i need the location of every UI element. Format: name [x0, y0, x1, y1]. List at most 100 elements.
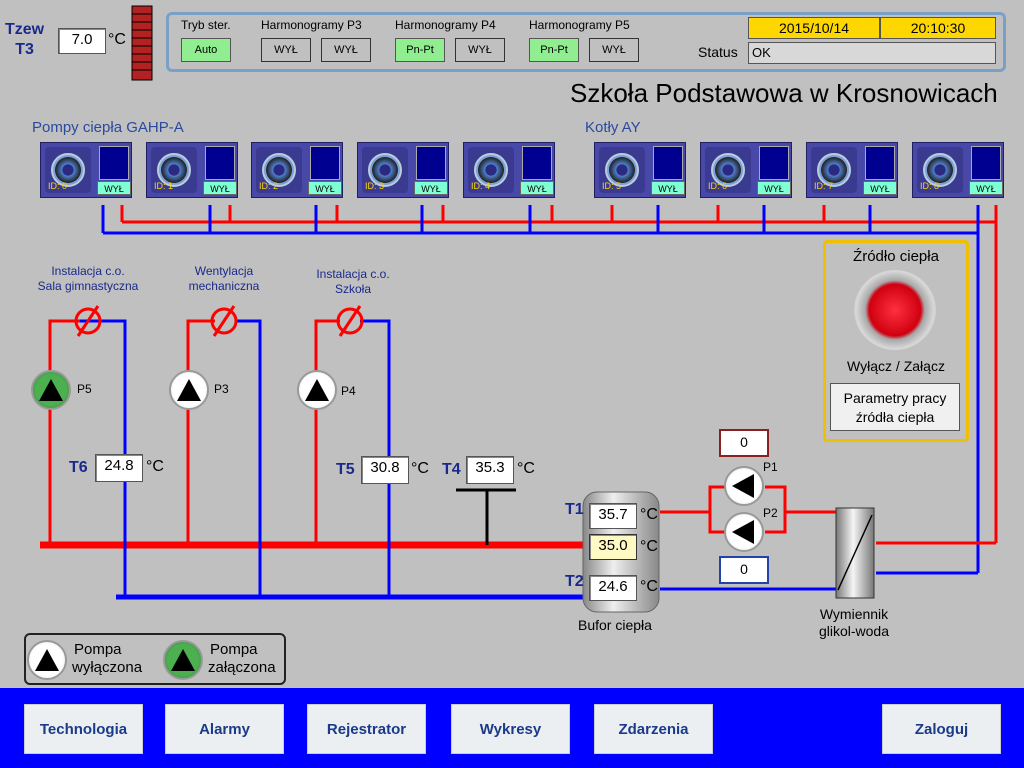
unit-card[interactable]: ID: 7 WYŁ	[806, 142, 898, 198]
t3-unit: °C	[108, 31, 126, 48]
unit-state-button[interactable]: WYŁ	[969, 181, 1003, 195]
legend-off-line1: Pompa	[74, 641, 122, 658]
gahp-section-label: Pompy ciepła GAHP-A	[32, 119, 184, 136]
fan-icon	[711, 153, 745, 187]
inst3-line2: Szkoła	[334, 282, 372, 296]
pump-p3-icon	[177, 379, 201, 401]
date-display: 2015/10/14	[748, 17, 880, 39]
unit-card[interactable]: ID: 3 WYŁ	[357, 142, 449, 198]
p1-display: 0	[719, 429, 769, 457]
unit-card[interactable]: ID: 5 WYŁ	[594, 142, 686, 198]
unit-state-button[interactable]: WYŁ	[520, 181, 554, 195]
fan-box: ID: 3	[362, 147, 408, 193]
inst1-label: Instalacja c.o. Sala gimnastyczna	[28, 264, 148, 294]
heat-source-title: Źródło ciepła	[853, 248, 939, 265]
unit-state-button[interactable]: WYŁ	[863, 181, 897, 195]
harm-p5-btn1[interactable]: Pn-Pt	[529, 38, 579, 62]
pump-p1[interactable]	[724, 466, 764, 506]
pump-p2-icon	[732, 520, 754, 544]
legend-pump-on-icon	[163, 640, 203, 680]
harm-p3-btn1[interactable]: WYŁ	[261, 38, 311, 62]
tzew-label: Tzew T3	[5, 20, 44, 60]
unit-state-button[interactable]: WYŁ	[414, 181, 448, 195]
inst2-line2: mechaniczna	[188, 279, 260, 293]
tryb-button[interactable]: Auto	[181, 38, 231, 62]
t1-label: T1	[565, 501, 584, 518]
legend-pump-on-triangle-icon	[171, 649, 195, 671]
inst3-line1: Instalacja c.o.	[316, 267, 390, 281]
unit-state-button[interactable]: WYŁ	[308, 181, 342, 195]
nav-zaloguj-button[interactable]: Zaloguj	[882, 704, 1001, 754]
unit-state-button[interactable]: WYŁ	[203, 181, 237, 195]
pump-p5-label: P5	[77, 382, 92, 396]
pump-p2[interactable]	[724, 512, 764, 552]
nav-wykresy-button[interactable]: Wykresy	[451, 704, 570, 754]
t1-value: 35.7	[589, 503, 637, 529]
bottom-nav: Technologia Alarmy Rejestrator Wykresy Z…	[0, 688, 1024, 768]
buffer-label: Bufor ciepła	[578, 617, 652, 633]
inst2-line1: Wentylacja	[194, 264, 254, 278]
fan-box: ID: 0	[45, 147, 91, 193]
fan-box: ID: 5	[599, 147, 645, 193]
t4-unit: °C	[517, 460, 535, 477]
pump-p5-icon	[39, 379, 63, 401]
harm-p4-label: Harmonogramy P4	[395, 18, 496, 32]
unit-card[interactable]: ID: 0 WYŁ	[40, 142, 132, 198]
harm-p5-btn2[interactable]: WYŁ	[589, 38, 639, 62]
legend-pump-off-icon	[27, 640, 67, 680]
fan-icon	[474, 153, 508, 187]
unit-id: ID: 6	[708, 181, 728, 191]
fan-icon	[605, 153, 639, 187]
heat-source-panel	[823, 240, 969, 442]
inst2-label: Wentylacja mechaniczna	[172, 264, 276, 294]
unit-card[interactable]: ID: 4 WYŁ	[463, 142, 555, 198]
t6-unit: °C	[146, 458, 164, 475]
exchanger-line2: glikol-woda	[818, 623, 890, 639]
unit-id: ID: 3	[365, 181, 385, 191]
unit-display-panel	[759, 146, 789, 180]
unit-state-button[interactable]: WYŁ	[97, 181, 131, 195]
inst1-line1: Instalacja c.o.	[51, 264, 125, 278]
nav-rejestrator-button[interactable]: Rejestrator	[307, 704, 426, 754]
heat-source-toggle-button[interactable]	[854, 270, 936, 350]
time-display: 20:10:30	[880, 17, 996, 39]
legend-on-line1: Pompa	[210, 641, 258, 658]
unit-id: ID: 4	[471, 181, 491, 191]
unit-card[interactable]: ID: 6 WYŁ	[700, 142, 792, 198]
harm-p4-btn2[interactable]: WYŁ	[455, 38, 505, 62]
unit-id: ID: 2	[259, 181, 279, 191]
ay-section-label: Kotły AY	[585, 119, 641, 136]
exchanger-label: Wymiennik glikol-woda	[806, 606, 902, 640]
fan-box: ID: 6	[705, 147, 751, 193]
exchanger-line1: Wymiennik	[819, 606, 889, 622]
unit-display-panel	[310, 146, 340, 180]
heat-source-toggle-label: Wyłącz / Załącz	[847, 358, 945, 374]
pump-p5[interactable]	[31, 370, 71, 410]
fan-icon	[157, 153, 191, 187]
fan-icon	[51, 153, 85, 187]
heat-source-params-button[interactable]: Parametry pracy źródła ciepła	[830, 383, 960, 431]
harm-p3-btn2[interactable]: WYŁ	[321, 38, 371, 62]
pump-p3[interactable]	[169, 370, 209, 410]
nav-zdarzenia-button[interactable]: Zdarzenia	[594, 704, 713, 754]
p2-display: 0	[719, 556, 769, 584]
t2-label: T2	[565, 573, 584, 590]
pump-p3-label: P3	[214, 382, 229, 396]
unit-id: ID: 7	[814, 181, 834, 191]
fan-icon	[262, 153, 296, 187]
unit-id: ID: 5	[602, 181, 622, 191]
unit-state-button[interactable]: WYŁ	[757, 181, 791, 195]
unit-card[interactable]: ID: 2 WYŁ	[251, 142, 343, 198]
pump-legend	[24, 633, 286, 685]
nav-technologia-button[interactable]: Technologia	[24, 704, 143, 754]
tryb-label: Tryb ster.	[181, 18, 231, 32]
t4-label: T4	[442, 461, 461, 478]
harm-p4-btn1[interactable]: Pn-Pt	[395, 38, 445, 62]
tzew-text: Tzew	[5, 21, 45, 38]
unit-state-button[interactable]: WYŁ	[651, 181, 685, 195]
t5-value: 30.8	[361, 456, 409, 484]
nav-alarmy-button[interactable]: Alarmy	[165, 704, 284, 754]
pump-p4[interactable]	[297, 370, 337, 410]
